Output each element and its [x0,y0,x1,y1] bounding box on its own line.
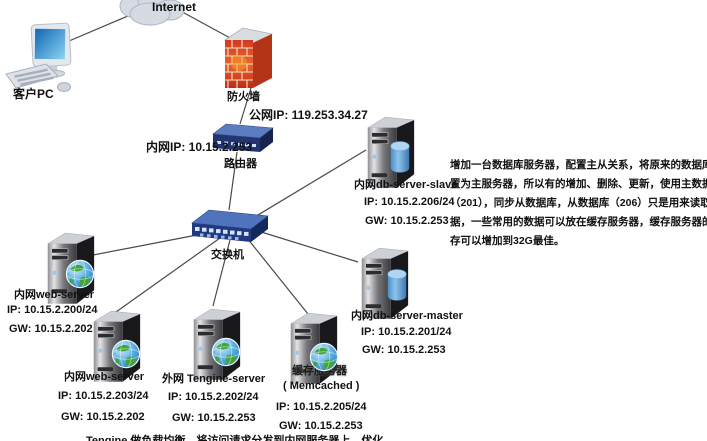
db-master-gw-label: GW: 10.15.2.253 [362,344,446,356]
switch-icon [190,206,270,253]
db-slave-ip-label: IP: 10.15.2.206/24 [364,196,455,208]
globe-icon [308,341,340,373]
globe-icon [210,336,242,368]
db-slave-gw-label: GW: 10.15.2.253 [365,215,449,227]
memcached-gw-label: GW: 10.15.2.253 [279,420,363,432]
annotation-text: 增加一台数据库服务器，配置主从关系，将原来的数据库配 置为主服务器，所以有的增加… [450,156,707,251]
db-master-name-label: 内网db-server-master [351,310,463,322]
annotation-line: （201），同步从数据库，从数据库（206）只是用来读取数 [450,197,707,209]
router-label: 路由器 [224,158,257,170]
globe-icon [110,338,142,370]
firewall-label: 防火墙 [227,91,260,103]
memcached-subname-label: ( Memcached ) [283,380,360,392]
db-master-ip-label: IP: 10.15.2.201/24 [361,326,452,338]
web1-gw-label: GW: 10.15.2.202 [9,323,93,335]
web2-gw-label: GW: 10.15.2.202 [61,411,145,423]
globe-icon [64,258,96,290]
tengine-gw-label: GW: 10.15.2.253 [172,412,256,424]
database-cylinder-icon [388,140,412,174]
web2-ip-label: IP: 10.15.2.203/24 [58,390,149,402]
private-ip-label: 内网IP: 10.15.2.253 [146,140,253,154]
router-icon [211,121,275,162]
internet-cloud-icon [112,0,192,35]
tengine-ip-label: IP: 10.15.2.202/24 [168,391,259,403]
db-slave-name-label: 内网db-server-slave [354,179,458,191]
client-pc-label: 客户PC [13,87,54,101]
annotation-line: 存可以增加到32G最佳。 [450,235,565,247]
memcached-ip-label: IP: 10.15.2.205/24 [276,401,367,413]
annotation-line: 增加一台数据库服务器，配置主从关系，将原来的数据库配 [450,159,707,171]
caption-partial: Tengine 做负载均衡，将访问请求分发到内网服务器上，优化、负载 [86,435,386,441]
tengine-name-label: 外网 Tengine-server [162,373,266,385]
web1-name-label: 内网web-server [14,289,95,301]
web2-name-label: 内网web-server [64,371,145,383]
public-ip-label: 公网IP: 119.253.34.27 [249,108,368,122]
switch-label: 交换机 [211,249,244,261]
internet-label: Internet [152,0,197,14]
client-pc-icon [2,20,102,100]
firewall-icon [222,26,274,95]
annotation-line: 据，一些常用的数据可以放在缓存服务器，缓存服务器的内 [450,216,707,228]
web1-ip-label: IP: 10.15.2.200/24 [7,304,98,316]
database-cylinder-icon [385,268,409,302]
memcached-name-label: 缓存服务器 [292,365,347,377]
annotation-line: 置为主服务器，所以有的增加、删除、更新，使用主数据库 [450,178,707,190]
